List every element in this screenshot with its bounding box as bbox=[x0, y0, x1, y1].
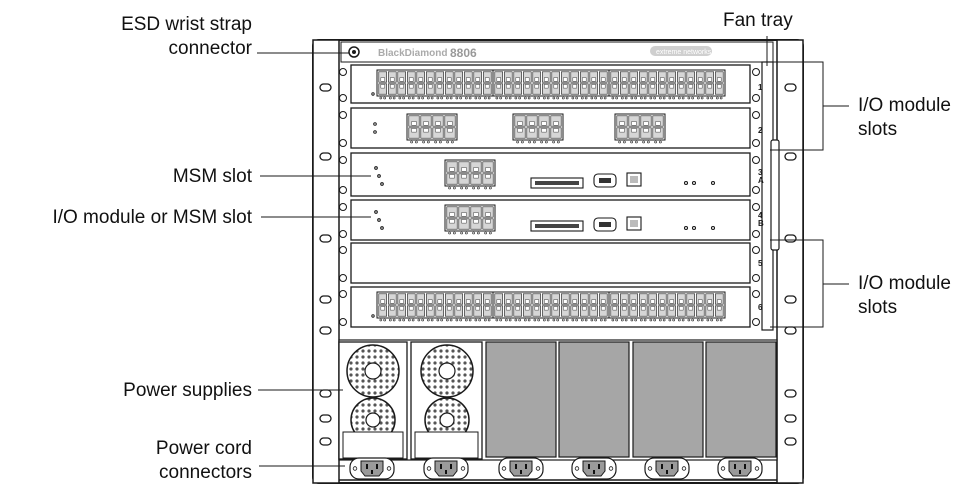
msm-slot-4-details bbox=[374, 210, 716, 232]
power-cord-connector-2 bbox=[423, 457, 469, 480]
power-supply-1 bbox=[338, 341, 408, 460]
slot-number-6: 6 bbox=[758, 303, 763, 312]
svg-text:extreme networks: extreme networks bbox=[656, 49, 712, 56]
power-cord-label: Power cord connectors bbox=[156, 437, 252, 485]
msm-slot-label: MSM slot bbox=[172, 166, 252, 187]
power-cord-connector-4 bbox=[571, 457, 617, 480]
slot-1-ports-c bbox=[608, 69, 726, 100]
callout-lines bbox=[257, 36, 849, 467]
io-top-label-line2: slots bbox=[858, 119, 898, 140]
slot-4-ports bbox=[444, 204, 496, 235]
io-top-label-line1: I/O module bbox=[858, 95, 951, 116]
slot-1-ports-b bbox=[492, 69, 610, 100]
blank-psu-panels bbox=[485, 341, 777, 458]
right-mounting-ear bbox=[776, 39, 804, 484]
power-cord-connectors bbox=[349, 457, 763, 480]
port-groups bbox=[376, 69, 726, 322]
slot-number-2: 2 bbox=[758, 126, 763, 135]
power-cord-label-line1: Power cord bbox=[155, 438, 252, 459]
slot-number-5: 5 bbox=[758, 259, 763, 268]
slot-6-ports-b bbox=[492, 291, 610, 322]
slot-letter-b: B bbox=[758, 219, 764, 228]
msm-slot-3-details bbox=[374, 166, 716, 189]
io-bottom-label-line2: slots bbox=[858, 297, 898, 318]
slot-6-ports-a bbox=[376, 291, 494, 322]
slot-5-panel bbox=[350, 242, 751, 284]
power-cord-connector-6 bbox=[717, 457, 763, 480]
esd-label-line1: ESD wrist strap bbox=[121, 14, 252, 35]
brand-text: BlackDiamond bbox=[378, 48, 447, 59]
power-supply-2 bbox=[410, 341, 483, 460]
vendor-logo bbox=[650, 46, 712, 56]
slot-4-panel bbox=[350, 199, 751, 241]
io-module-slots-bottom-label: I/O module slots bbox=[858, 272, 951, 320]
slot-number-labels: 1 2 3 A 4 B 5 6 bbox=[758, 83, 764, 312]
slot-number-3: 3 bbox=[758, 168, 763, 177]
power-supplies-label: Power supplies bbox=[123, 380, 252, 401]
slot-1-ports-a bbox=[376, 69, 494, 100]
slot-2-ports-c bbox=[614, 113, 666, 144]
power-cord-connector-3 bbox=[498, 457, 544, 480]
power-cord-connector-5 bbox=[644, 457, 690, 480]
fan-tray-label: Fan tray bbox=[723, 10, 793, 31]
slot-2-ports-b bbox=[512, 113, 564, 144]
slot-number-4: 4 bbox=[758, 211, 763, 220]
io-or-msm-slot-label: I/O module or MSM slot bbox=[52, 207, 252, 228]
slot-number-1: 1 bbox=[758, 83, 763, 92]
slot-letter-a: A bbox=[758, 176, 764, 185]
power-cord-label-line2: connectors bbox=[159, 462, 252, 483]
slot-3-panel bbox=[350, 152, 751, 197]
mounting-holes bbox=[319, 83, 797, 446]
slot-screws bbox=[339, 68, 760, 326]
slot-3-ports bbox=[444, 159, 496, 190]
esd-label-line2: connector bbox=[168, 38, 252, 59]
model-text: 8806 bbox=[450, 46, 477, 60]
slot-6-ports-c bbox=[608, 291, 726, 322]
power-cord-connector-1 bbox=[349, 457, 395, 480]
slot-2-leds bbox=[371, 92, 377, 318]
left-mounting-ear bbox=[312, 39, 340, 484]
esd-label: ESD wrist strap connector bbox=[121, 13, 252, 61]
io-bottom-label-line1: I/O module bbox=[858, 273, 951, 294]
slot-2-ports-a bbox=[406, 113, 458, 144]
io-module-slots-top-label: I/O module slots bbox=[858, 94, 951, 142]
fan-tray-handle bbox=[770, 139, 780, 251]
